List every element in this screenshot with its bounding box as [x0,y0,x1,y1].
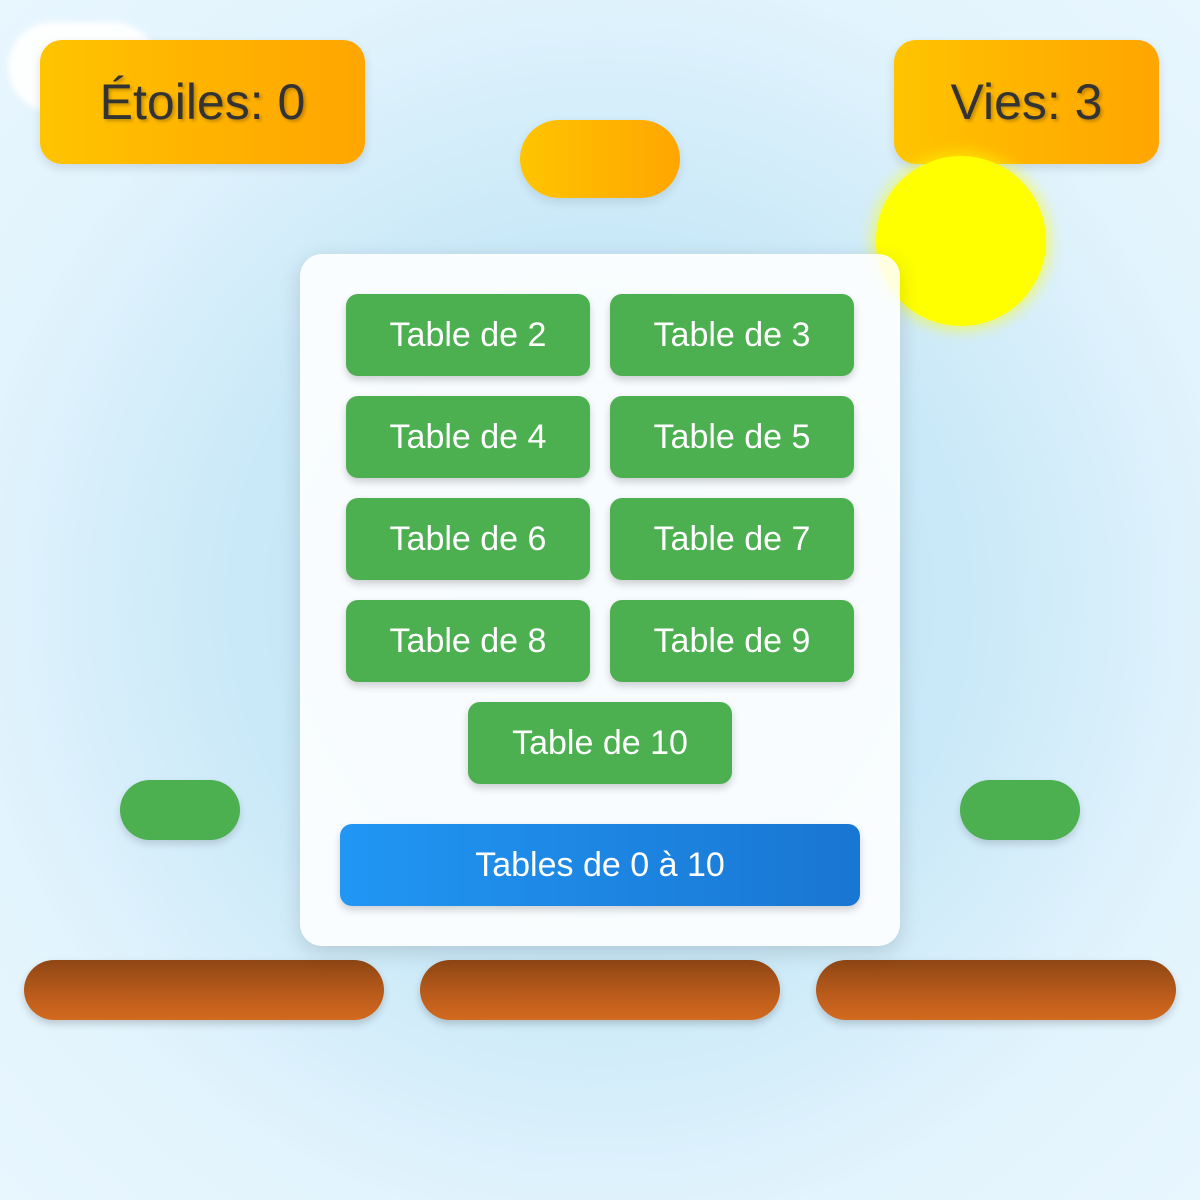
table-4-button[interactable]: Table de 4 [346,396,590,478]
right-green-platform [960,780,1080,840]
table-8-button[interactable]: Table de 8 [346,600,590,682]
table-selection-menu: Table de 2 Table de 3 Table de 4 Table d… [300,254,900,946]
ground-platform-right [816,960,1176,1020]
ground-platform-left [24,960,384,1020]
table-5-button[interactable]: Table de 5 [610,396,854,478]
table-9-button[interactable]: Table de 9 [610,600,854,682]
table-2-button[interactable]: Table de 2 [346,294,590,376]
table-10-button[interactable]: Table de 10 [468,702,732,784]
lives-counter: Vies: 3 [894,40,1159,164]
ground-platform-middle [420,960,780,1020]
all-tables-button[interactable]: Tables de 0 à 10 [340,824,860,906]
floating-gold-platform [520,120,680,198]
stars-counter: Étoiles: 0 [40,40,365,164]
table-6-button[interactable]: Table de 6 [346,498,590,580]
sun [876,156,1046,326]
table-3-button[interactable]: Table de 3 [610,294,854,376]
stars-counter-label: Étoiles: 0 [99,74,306,130]
table-7-button[interactable]: Table de 7 [610,498,854,580]
lives-counter-label: Vies: 3 [950,74,1103,130]
left-green-platform [120,780,240,840]
